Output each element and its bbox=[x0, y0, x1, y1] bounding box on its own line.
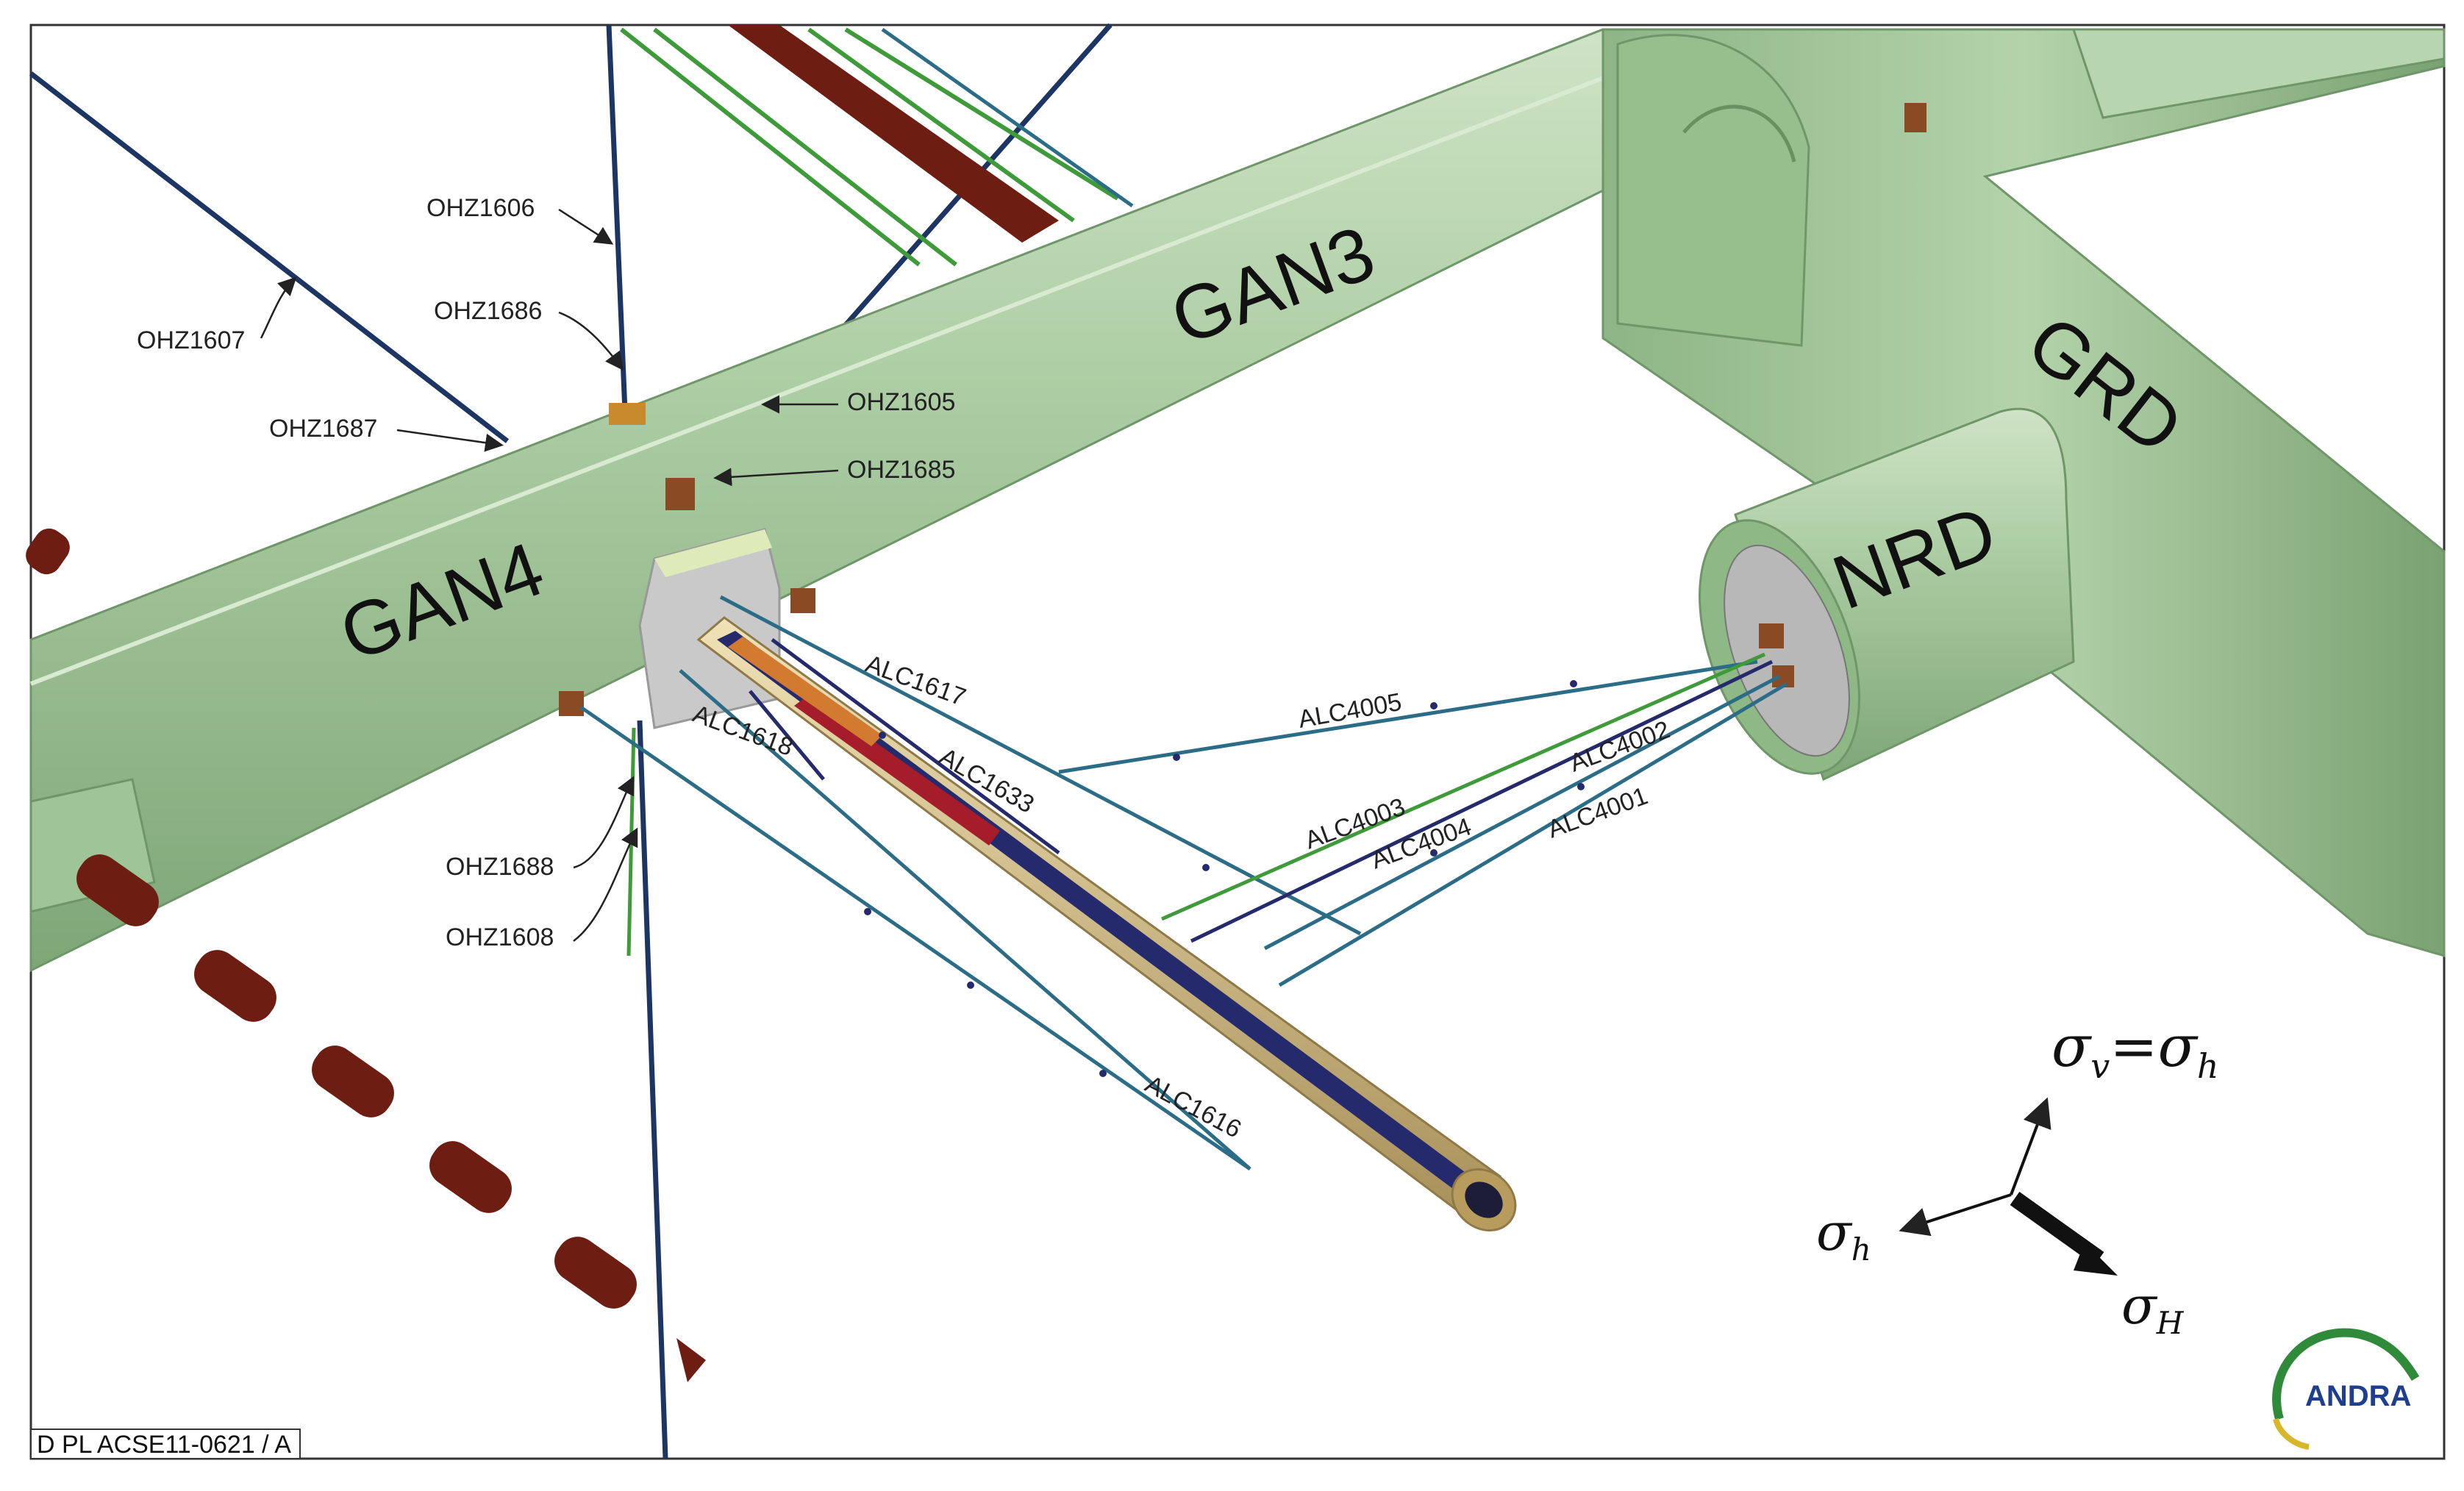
leader-lines bbox=[260, 208, 839, 942]
lower-boreholes bbox=[626, 720, 668, 1459]
stress-horizontal-max: σH bbox=[2121, 1276, 2185, 1341]
gallery-nrd bbox=[1699, 407, 2075, 782]
label-alc4002: ALC4002 bbox=[1566, 715, 1674, 777]
andra-logo: ANDRA bbox=[2272, 1328, 2420, 1450]
label-ohz1686: OHZ1686 bbox=[434, 297, 542, 325]
reference-label: D PL ACSE11-0621 / A bbox=[37, 1431, 291, 1459]
borehole-collars bbox=[559, 103, 1926, 716]
reference-box bbox=[30, 1429, 301, 1459]
label-alc1617: ALC1617 bbox=[862, 650, 969, 712]
label-ohz1688: OHZ1688 bbox=[446, 853, 554, 881]
label-ohz1607: OHZ1607 bbox=[137, 326, 245, 354]
label-alc1616: ALC1616 bbox=[1140, 1070, 1246, 1144]
stress-axes: σv=σh σh σH bbox=[1816, 1014, 2219, 1341]
alc-boreholes bbox=[579, 595, 1788, 1171]
label-ohz1687: OHZ1687 bbox=[269, 415, 377, 443]
label-alc1618: ALC1618 bbox=[689, 700, 796, 762]
label-ohz1605: OHZ1605 bbox=[847, 388, 955, 416]
stress-vertical: σv=σh bbox=[2051, 1014, 2219, 1086]
label-ohz1608: OHZ1608 bbox=[446, 923, 554, 951]
main-borehole bbox=[696, 616, 1517, 1231]
label-ohz1685: OHZ1685 bbox=[847, 456, 955, 484]
stress-horizontal-min: σh bbox=[1816, 1202, 1871, 1267]
dark-red-pipe bbox=[26, 528, 706, 1382]
gallery-gan bbox=[29, 28, 1766, 973]
andra-logo-text: ANDRA bbox=[2305, 1380, 2411, 1412]
label-ohz1606: OHZ1606 bbox=[426, 194, 535, 222]
